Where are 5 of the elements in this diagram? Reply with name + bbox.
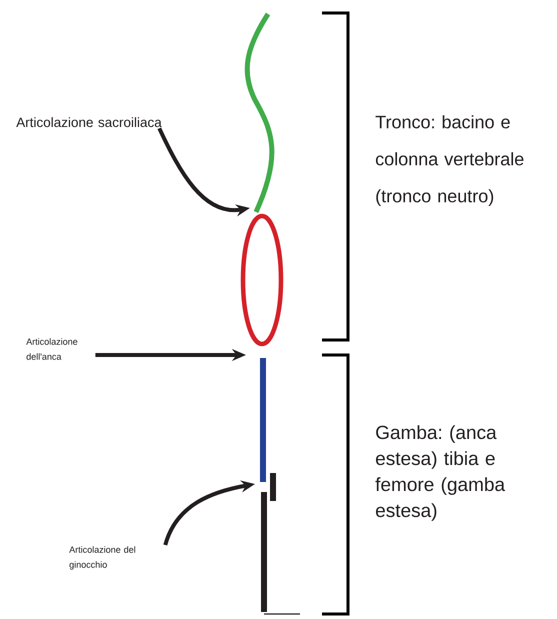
bracket-label: Gamba: (anca estesa) tibia e femore (gamba estesa): [375, 425, 506, 521]
joint-label: Articolazione sacroiliaca: [16, 117, 162, 128]
joint-label: Articolazione dell'anca: [26, 338, 78, 360]
joint-label: Articolazione del ginocchio: [69, 546, 136, 570]
bracket-label: Tronco: bacino e colonna vertebrale (tronco neutro): [376, 115, 524, 206]
